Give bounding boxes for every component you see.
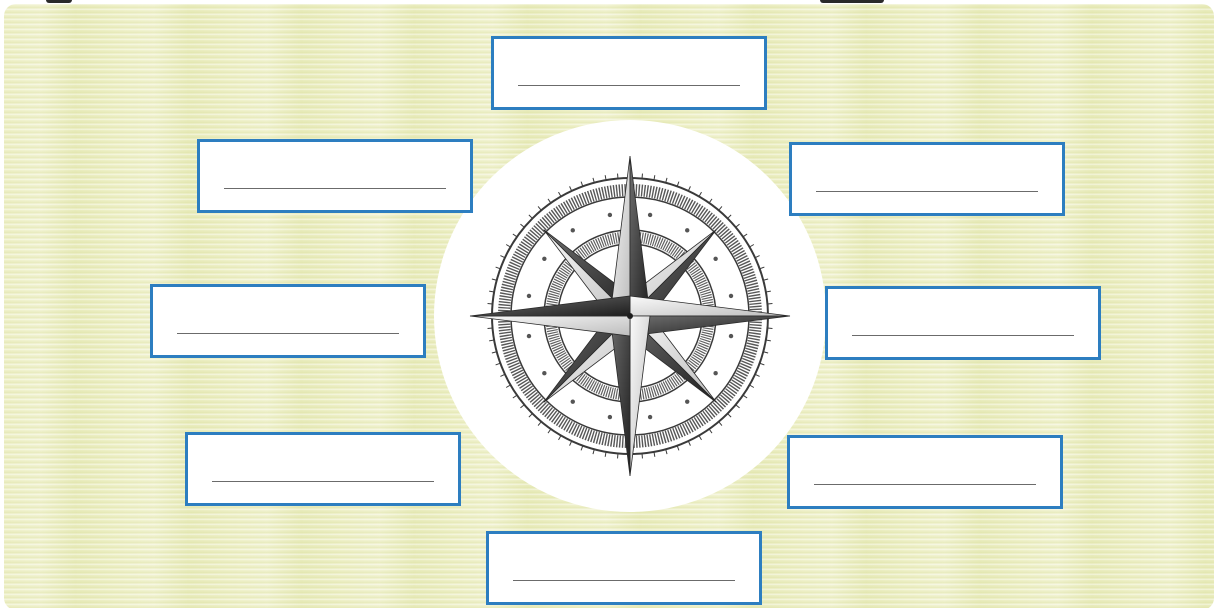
rim-tick [699, 192, 702, 196]
band-dot [648, 213, 652, 217]
answer-line [518, 85, 740, 86]
band-dot [729, 334, 733, 338]
rim-tick [570, 441, 572, 446]
rim-tick [548, 429, 551, 433]
rim-tick [688, 441, 690, 446]
answer-line [816, 191, 1038, 192]
cropped-title-fragment [820, 0, 884, 3]
band-dot [527, 294, 531, 298]
answer-box-west[interactable] [150, 284, 426, 358]
rim-tick [500, 374, 505, 376]
answer-line [814, 484, 1036, 485]
rim-tick [709, 429, 712, 433]
rim-tick [736, 224, 740, 227]
answer-line [513, 580, 735, 581]
rim-tick [709, 199, 712, 203]
answer-box-southeast[interactable] [787, 435, 1063, 509]
answer-line [177, 333, 399, 334]
rim-tick [728, 414, 732, 418]
rim-tick [513, 395, 517, 398]
band-dot [648, 415, 652, 419]
answer-line [852, 335, 1074, 336]
band-dot [571, 228, 575, 232]
rim-tick [559, 436, 562, 440]
band-dot [542, 371, 546, 375]
answer-box-south[interactable] [486, 531, 762, 605]
rim-tick [529, 215, 533, 219]
rim-tick [500, 256, 505, 258]
rim-tick [743, 234, 747, 237]
answer-line [224, 188, 446, 189]
rim-tick [755, 256, 760, 258]
answer-box-north[interactable] [491, 36, 767, 110]
answer-box-northwest[interactable] [197, 139, 473, 213]
answer-box-northeast[interactable] [789, 142, 1065, 216]
rim-tick [719, 206, 722, 210]
band-dot [685, 399, 689, 403]
band-dot [713, 257, 717, 261]
band-dot [571, 399, 575, 403]
rim-tick [513, 234, 517, 237]
compass-hub [627, 313, 633, 319]
rim-tick [538, 422, 541, 426]
rim-tick [736, 405, 740, 408]
band-dot [729, 294, 733, 298]
compass-rose-icon [464, 150, 796, 482]
compass-star [470, 156, 790, 476]
rim-tick [506, 385, 510, 388]
rim-tick [506, 245, 510, 248]
rim-tick [699, 436, 702, 440]
rim-tick [538, 206, 541, 210]
rim-tick [559, 192, 562, 196]
rim-tick [728, 215, 732, 219]
band-dot [608, 213, 612, 217]
rim-tick [750, 385, 754, 388]
band-dot [713, 371, 717, 375]
rim-tick [755, 374, 760, 376]
answer-line [212, 481, 434, 482]
rim-tick [520, 405, 524, 408]
rim-tick [520, 224, 524, 227]
rim-tick [570, 186, 572, 191]
answer-box-southwest[interactable] [185, 432, 461, 506]
answer-box-east[interactable] [825, 286, 1101, 360]
band-dot [608, 415, 612, 419]
band-dot [685, 228, 689, 232]
rim-tick [548, 199, 551, 203]
rim-tick [743, 395, 747, 398]
band-dot [527, 334, 531, 338]
cropped-title-fragment [46, 0, 72, 3]
rim-tick [719, 422, 722, 426]
rim-tick [688, 186, 690, 191]
rim-tick [529, 414, 533, 418]
band-dot [542, 257, 546, 261]
rim-tick [750, 245, 754, 248]
